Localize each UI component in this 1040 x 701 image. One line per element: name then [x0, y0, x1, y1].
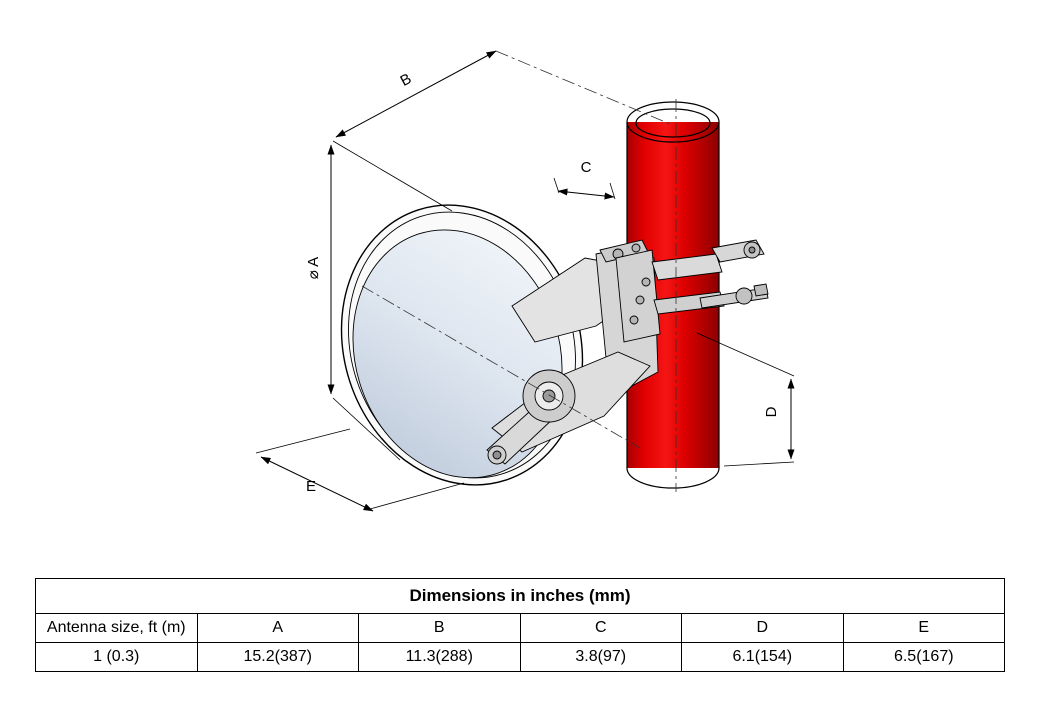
bolt — [631, 243, 641, 253]
bolt — [635, 295, 645, 305]
table-cell: 15.2(387) — [196, 642, 359, 672]
pole-top-inner-wall — [635, 108, 711, 138]
table-cell: 11.3(288) — [358, 642, 521, 672]
bolt — [748, 246, 756, 254]
dimension-a-label: ⌀ A — [305, 257, 322, 279]
dimension-d-label: D — [763, 406, 780, 417]
dimension-e-label: E — [306, 478, 316, 495]
rod-end-nut — [753, 283, 769, 297]
dimensions: ⌀ A B C D — [255, 50, 795, 512]
table-cell: 1 (0.3) — [35, 642, 198, 672]
dimensions-table: Dimensions in inches (mm) Antenna size, … — [35, 578, 1005, 672]
column-header: C — [519, 613, 682, 643]
table-cell: 6.5(167) — [842, 642, 1005, 672]
dimension-c-label: C — [581, 159, 592, 176]
table-row: 1 (0.3) 15.2(387) 11.3(288) 3.8(97) 6.1(… — [35, 642, 1005, 672]
column-header: D — [681, 613, 844, 643]
column-header: A — [196, 613, 359, 643]
dimension-b-label: B — [397, 70, 414, 90]
table-cell: 6.1(154) — [681, 642, 844, 672]
bolt — [629, 315, 639, 325]
centerlines — [361, 99, 677, 492]
column-header: Antenna size, ft (m) — [35, 613, 198, 643]
antenna-dish — [340, 204, 584, 486]
pole-top-opening — [626, 101, 720, 143]
table-title: Dimensions in inches (mm) — [35, 578, 1005, 614]
dish-axis-centerline — [361, 285, 641, 449]
table-title-row: Dimensions in inches (mm) — [35, 578, 1005, 614]
strut-pivot-bolt — [492, 450, 502, 460]
column-header: B — [358, 613, 521, 643]
dimension-c: C — [553, 159, 616, 200]
dimension-d: D — [696, 332, 795, 467]
dimension-e: E — [255, 428, 465, 512]
dish-inner-face — [352, 229, 563, 479]
table-header-row: Antenna size, ft (m) A B C D E — [35, 613, 1005, 643]
azimuth-hub-bolt — [542, 389, 556, 403]
wing-nut — [735, 287, 753, 305]
table-cell: 3.8(97) — [519, 642, 682, 672]
column-header: E — [842, 613, 1005, 643]
mounting-bracket — [486, 239, 769, 465]
pipe-clamp-left — [615, 249, 661, 343]
pipe-clamp-saddle-upper — [651, 253, 723, 281]
bolt — [641, 277, 651, 287]
dimension-b: B — [335, 50, 671, 138]
dimension-a: ⌀ A — [305, 140, 453, 461]
technical-drawing: ⌀ A B C D — [255, 50, 795, 512]
